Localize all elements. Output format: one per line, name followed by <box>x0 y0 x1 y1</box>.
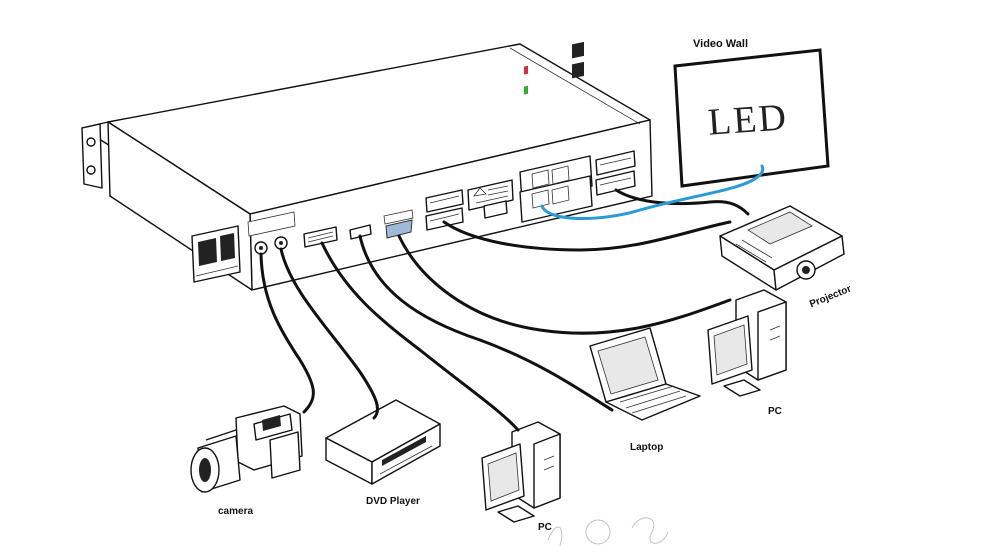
power-socket-icon <box>191 225 241 283</box>
cable-led-link <box>540 164 765 221</box>
laptop-label: Laptop <box>630 442 663 453</box>
cable-laptop <box>358 234 614 412</box>
vga-input-port <box>383 209 414 239</box>
projector <box>719 205 845 291</box>
dvd-player-label: DVD Player <box>366 496 420 507</box>
pc-right <box>707 289 787 397</box>
hdmi-input-port <box>349 224 372 240</box>
dvi-output-ports <box>425 189 464 231</box>
led-text: LED <box>707 96 790 143</box>
camera-label: camera <box>218 506 253 517</box>
cable-pc-center <box>320 241 520 432</box>
dvi-input-port <box>303 226 338 248</box>
pc-center <box>481 421 561 523</box>
dvd-player <box>325 399 441 485</box>
cables <box>259 164 765 432</box>
dvi-loop-ports <box>595 150 636 196</box>
cable-loop <box>614 188 750 216</box>
cable-pc-right <box>397 234 732 335</box>
cable-camera <box>259 252 315 414</box>
video-processor-unit <box>81 41 653 291</box>
pc-center-label: PC <box>538 522 552 533</box>
laptop <box>589 327 701 421</box>
cable-projector <box>442 220 732 252</box>
video-wall-label: Video Wall <box>693 38 748 50</box>
watermark <box>547 517 669 546</box>
pc-right-label: PC <box>768 406 782 417</box>
projector-label: Projector <box>808 283 853 310</box>
network-ports <box>519 41 593 223</box>
video-wall: LED <box>673 48 830 188</box>
cable-dvd <box>279 247 379 420</box>
camera <box>190 405 303 493</box>
serial-port <box>483 200 508 219</box>
